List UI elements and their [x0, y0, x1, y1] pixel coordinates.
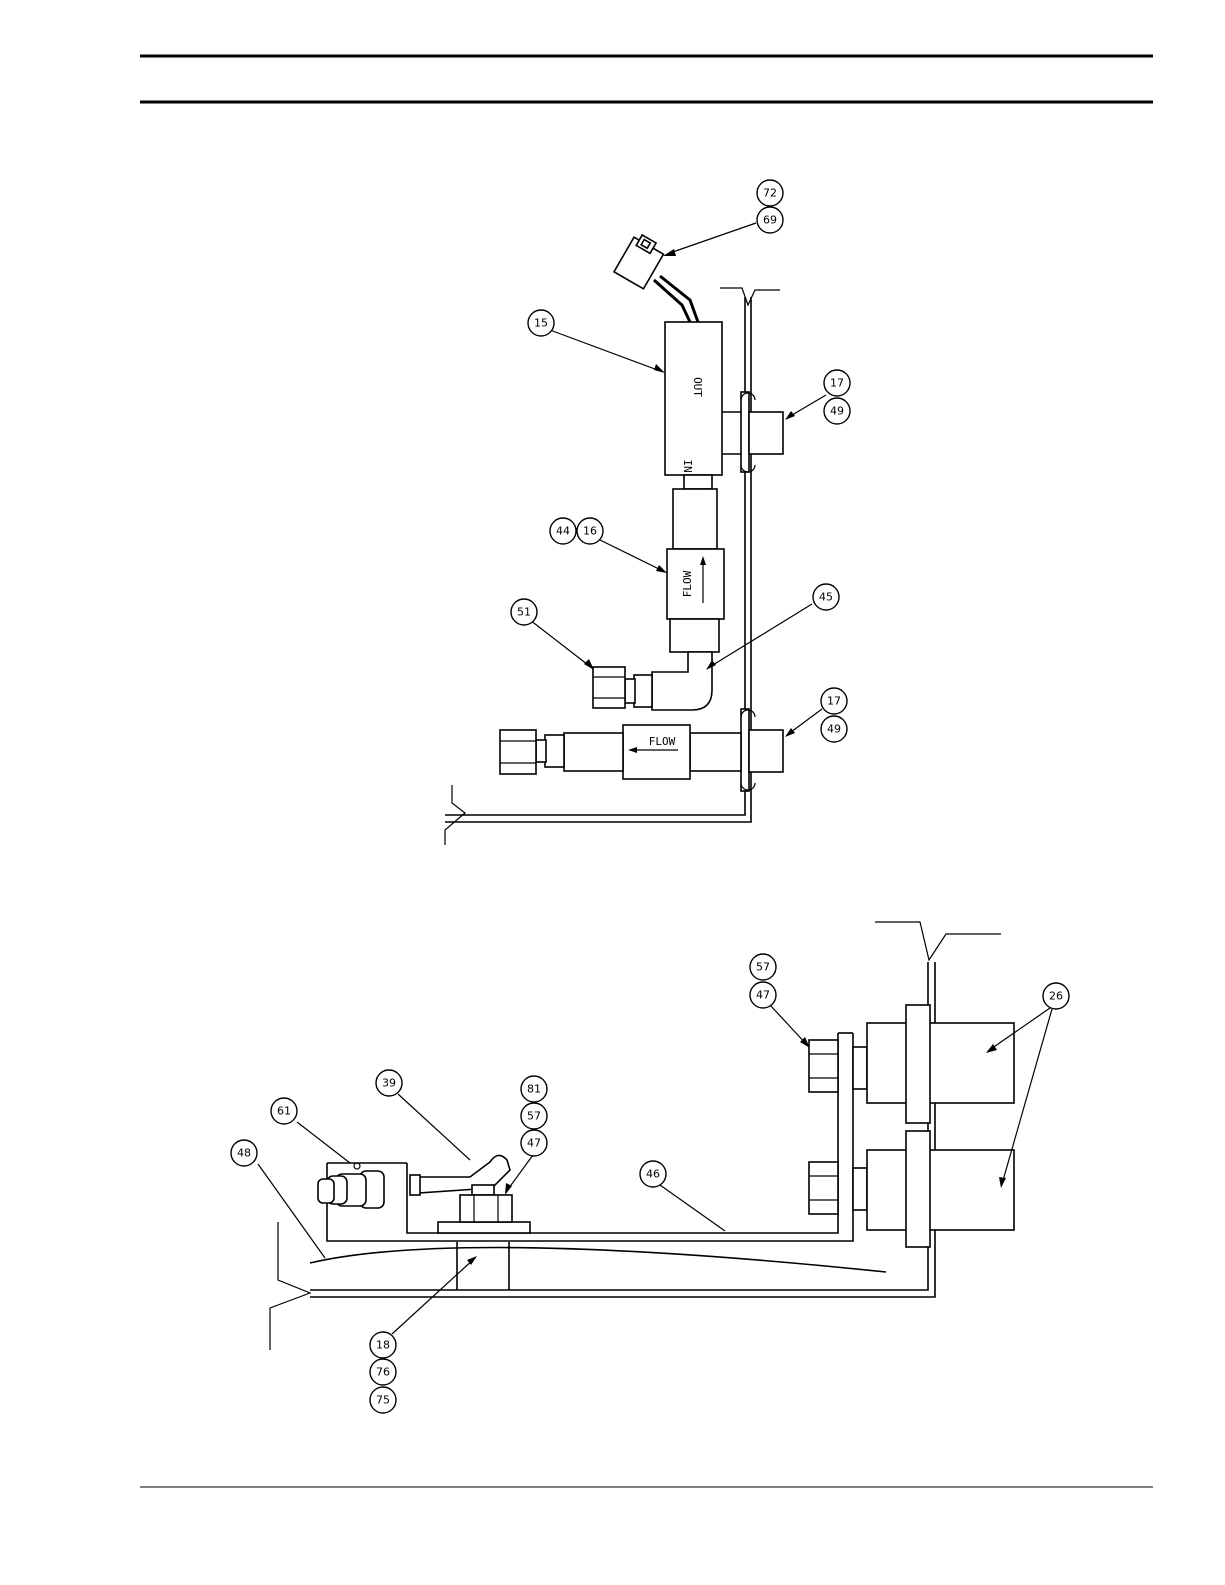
callout-75: 75	[370, 1387, 396, 1413]
callout-46: 46	[640, 1161, 666, 1187]
callout-48: 48	[231, 1140, 257, 1166]
svg-text:57: 57	[756, 961, 770, 974]
check-valve-horizontal	[623, 725, 690, 779]
svg-text:75: 75	[376, 1394, 390, 1407]
callout-16: 16	[577, 518, 603, 544]
callout-26: 26	[1043, 983, 1069, 1009]
elbow-fitting	[652, 652, 712, 710]
curved-panel-48	[310, 1247, 886, 1272]
in-label: IN	[681, 459, 694, 472]
hex-nut-47	[460, 1195, 512, 1222]
svg-text:49: 49	[830, 405, 844, 418]
callout-45: 45	[813, 584, 839, 610]
callout-17-upper: 17	[824, 370, 850, 396]
callout-17-lower: 17	[821, 688, 847, 714]
svg-text:45: 45	[819, 591, 833, 604]
valve-handle-39	[418, 1155, 510, 1193]
svg-text:47: 47	[756, 989, 770, 1002]
flow-sensor-body	[665, 322, 722, 475]
callout-47-upper-right: 47	[750, 982, 776, 1008]
callout-57-upper-right: 57	[750, 954, 776, 980]
svg-text:16: 16	[583, 525, 597, 538]
hex-nut-horizontal	[500, 730, 536, 774]
hex-nut-51	[593, 667, 625, 708]
bottom-assembly: 57 47 26 39 61 48 81 57 47 46 18 76 75	[231, 922, 1069, 1413]
svg-text:61: 61	[277, 1105, 291, 1118]
top-break-mark-upper	[720, 288, 780, 305]
callout-18: 18	[370, 1332, 396, 1358]
svg-text:17: 17	[830, 377, 844, 390]
bottom-break-mark-left	[270, 1222, 310, 1350]
svg-text:81: 81	[527, 1083, 541, 1096]
callout-47-nut: 47	[521, 1130, 547, 1156]
callout-81: 81	[521, 1076, 547, 1102]
callout-51: 51	[511, 599, 537, 625]
svg-text:39: 39	[382, 1077, 396, 1090]
svg-text:51: 51	[517, 606, 531, 619]
svg-text:46: 46	[646, 1168, 660, 1181]
svg-text:17: 17	[827, 695, 841, 708]
callout-49-upper: 49	[824, 398, 850, 424]
svg-text:44: 44	[556, 525, 570, 538]
callout-76: 76	[370, 1359, 396, 1385]
check-valve-upper-tube	[673, 489, 717, 549]
callout-39: 39	[376, 1070, 402, 1096]
bulkhead-plate-upper	[741, 392, 749, 472]
bulkhead-plate-lower	[741, 709, 749, 791]
top-assembly: OUT IN FLOW FLOW	[445, 180, 850, 845]
svg-text:72: 72	[763, 187, 777, 200]
bottom-break-mark-upper	[875, 922, 1001, 960]
callout-61: 61	[271, 1098, 297, 1124]
callout-69: 69	[757, 207, 783, 233]
svg-text:69: 69	[763, 214, 777, 227]
hex-nut-upper-right	[809, 1040, 838, 1092]
callout-44: 44	[550, 518, 576, 544]
svg-text:18: 18	[376, 1339, 390, 1352]
svg-text:47: 47	[527, 1137, 541, 1150]
callout-49-lower: 49	[821, 716, 847, 742]
callout-15: 15	[528, 310, 554, 336]
svg-text:76: 76	[376, 1366, 390, 1379]
svg-text:48: 48	[237, 1147, 251, 1160]
svg-text:15: 15	[534, 317, 548, 330]
callout-57-nut: 57	[521, 1103, 547, 1129]
callout-72: 72	[757, 180, 783, 206]
svg-text:49: 49	[827, 723, 841, 736]
check-valve-vertical	[667, 549, 724, 619]
flow-label-horizontal: FLOW	[649, 735, 676, 748]
svg-text:26: 26	[1049, 990, 1063, 1003]
svg-text:57: 57	[527, 1110, 541, 1123]
mounting-bracket-46	[327, 1033, 853, 1241]
flow-label-vertical: FLOW	[681, 570, 694, 597]
component-26-upper	[867, 1023, 1014, 1103]
out-label: OUT	[691, 377, 704, 397]
connector-plug	[614, 232, 666, 289]
component-26-lower	[867, 1150, 1014, 1230]
